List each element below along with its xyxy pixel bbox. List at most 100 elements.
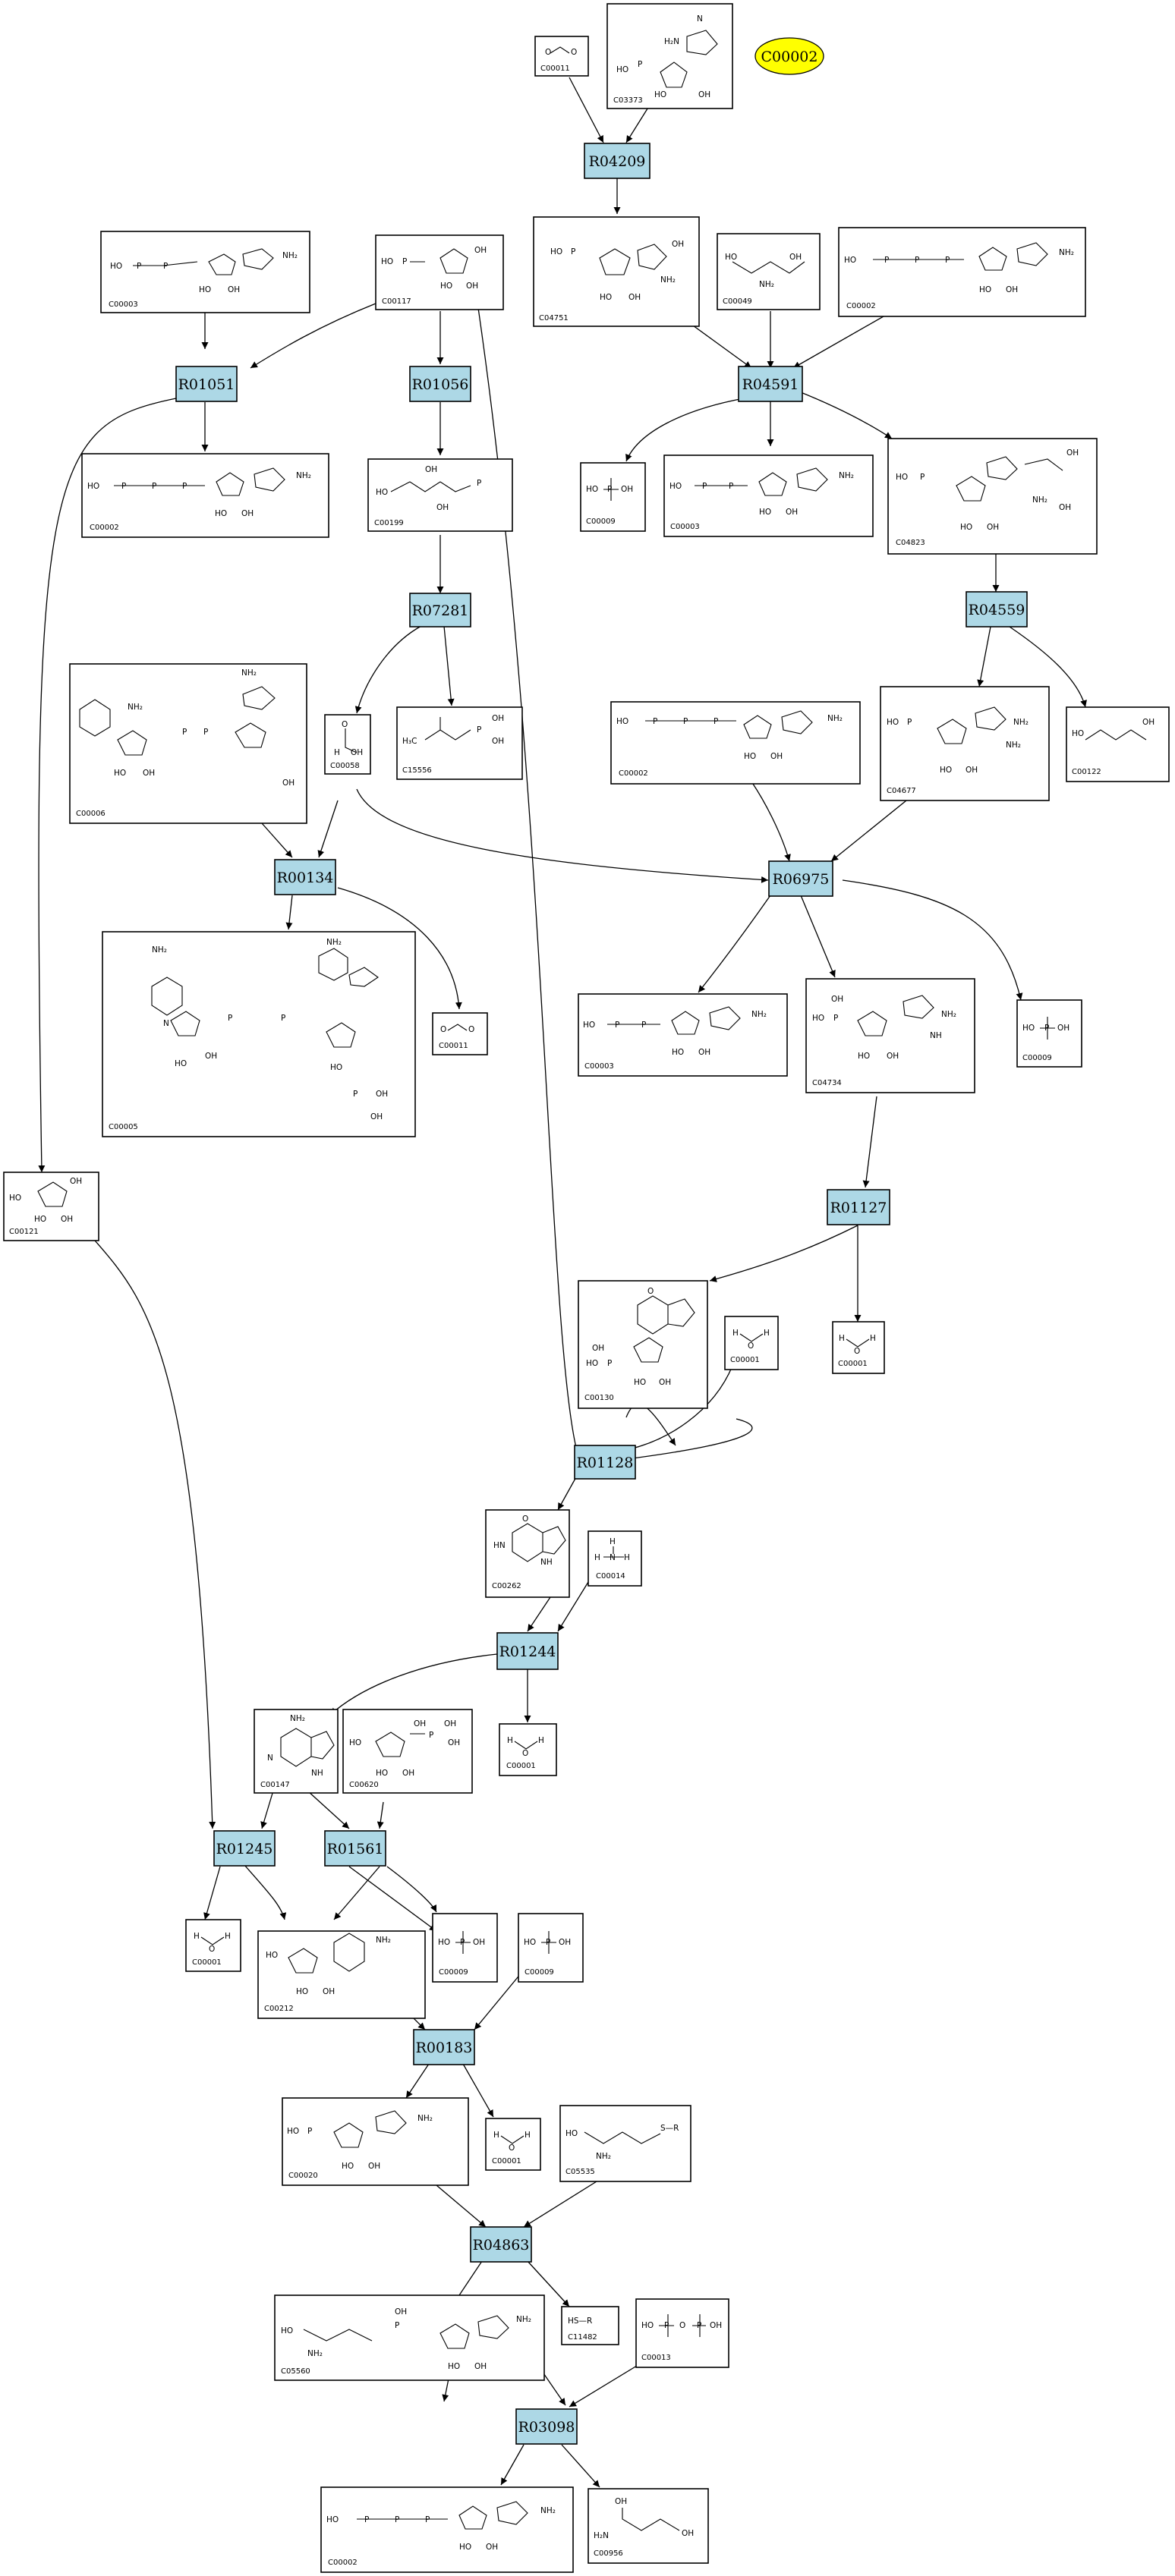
atom-label: O [571,48,577,57]
atom-label: N [697,14,703,24]
compound-c00002[interactable]: HO P P P NH₂ HO OH C00002 [610,701,861,785]
atom-label: HO [979,285,991,294]
compound-c00003[interactable]: HO P P NH₂ HO OH C00003 [100,231,310,313]
reaction-r04591[interactable]: R04591 [738,366,803,402]
atom-label: HO [616,65,628,74]
compound-c00009[interactable]: HO P OH C00009 [580,462,646,532]
atom-label: P [182,728,187,737]
atom-label: P [571,247,575,256]
compound-c00009[interactable]: HO P OH C00009 [1016,999,1082,1068]
compound-id: C00058 [330,762,360,770]
atom-label: P [281,1014,285,1023]
reaction-r01561[interactable]: R01561 [324,1830,386,1867]
compound-c00003[interactable]: HO P P NH₂ HO OH C00003 [663,454,874,537]
reaction-r01244[interactable]: R01244 [496,1632,559,1670]
compound-c00001[interactable]: H O H C00001 [832,1321,885,1374]
atom-label: HO [440,282,452,291]
highlight-c00002[interactable]: C00002 [754,37,824,75]
compound-c05535[interactable]: HO NH₂ S—R C05535 [559,2105,691,2182]
compound-c00003[interactable]: HO P P NH₂ HO OH C00003 [578,993,788,1077]
compound-c00620[interactable]: HO OH P OH OH HO OH C00620 [342,1709,473,1794]
compound-c00002[interactable]: HO P P P NH₂ HO OH C00002 [838,227,1086,317]
atom-label: HO [438,1938,450,1947]
atom-label: HO [586,485,598,494]
compound-c00002[interactable]: HO P P P NH₂ HO OH C00002 [81,453,329,538]
atom-label: P [477,479,481,488]
compound-c00009[interactable]: HO P OH C00009 [518,1913,584,1983]
atom-label: OH [473,1938,485,1947]
highlight-ellipse[interactable] [754,37,824,75]
reaction-label: R01051 [178,376,235,393]
reaction-r04863[interactable]: R04863 [470,2226,532,2263]
compound-c00014[interactable]: H H N H C00014 [588,1530,642,1587]
reaction-r04209[interactable]: R04209 [584,143,651,179]
reaction-r07281[interactable]: R07281 [409,593,471,627]
compound-c00058[interactable]: O H OH C00058 [324,714,371,775]
compound-c00005[interactable]: NH₂ N P P NH₂ HO OH HO P OH OH C00005 [102,931,416,1137]
atom-label: NH₂ [596,2152,611,2161]
reaction-label: R06975 [773,871,830,888]
atom-label: NH [540,1558,553,1567]
compound-c04677[interactable]: HO P NH₂ NH₂ HO OH C04677 [880,686,1050,801]
compound-c00013[interactable]: HO P O P OH C00013 [635,2298,729,2368]
compound-c00212[interactable]: HO NH₂ HO OH C00212 [257,1930,426,2019]
compound-c03373[interactable]: HO P H₂N N HO OH C03373 [606,3,733,109]
reaction-r03098[interactable]: R03098 [515,2408,578,2445]
atom-label: HO [199,285,211,294]
compound-c00956[interactable]: OH H₂N OH C00956 [588,2488,709,2564]
compound-c00002[interactable]: HO P P P NH₂ HO OH C00002 [320,2486,574,2573]
compound-c00001[interactable]: H O H C00001 [499,1723,557,1776]
compound-c00020[interactable]: HO P NH₂ HO OH C00020 [282,2097,469,2186]
compound-c04734[interactable]: OH HO P NH₂ NH HO OH C04734 [805,978,975,1093]
reaction-r01127[interactable]: R01127 [827,1189,890,1225]
atom-label: OH [282,778,295,788]
compound-c11482[interactable]: HS—R C11482 [561,2306,619,2345]
reaction-r01128[interactable]: R01128 [574,1445,636,1480]
reaction-r01056[interactable]: R01056 [409,366,471,402]
atom-label: OH [672,240,684,249]
reaction-r01245[interactable]: R01245 [213,1830,276,1867]
reaction-r06975[interactable]: R06975 [768,860,833,897]
compound-c00049[interactable]: HO OH NH₂ C00049 [717,233,821,310]
reaction-r00183[interactable]: R00183 [413,2029,475,2065]
atom-label: P [714,717,718,726]
reaction-r00134[interactable]: R00134 [274,859,336,895]
atom-label: P [920,473,925,482]
compound-c15556[interactable]: H₃C P OH OH C15556 [396,706,523,780]
compound-c00199[interactable]: HO OH P OH C00199 [367,458,513,532]
compound-c05560[interactable]: HO NH₂ P OH NH₂ HO OH C05560 [274,2294,545,2381]
compound-c00009[interactable]: HO P OH C00009 [432,1913,498,1983]
atom-label: O [342,720,348,729]
atom-label: P [353,1090,358,1099]
atom-label: H [594,1553,600,1562]
compound-id: C00262 [492,1582,521,1590]
compound-c00147[interactable]: NH₂ N NH C00147 [254,1709,339,1794]
atom-label: P [364,2515,369,2524]
atom-label: OH [710,2321,722,2330]
atom-label: HO [759,508,771,517]
atom-label: P [477,725,481,734]
compound-id: C00956 [594,2549,623,2558]
reaction-r04559[interactable]: R04559 [966,591,1028,627]
compound-c00011[interactable]: O O C00011 [432,1012,488,1055]
compound-c00006[interactable]: NH₂ P P NH₂ HO OH OH C00006 [69,663,307,824]
compound-c00001[interactable]: H O H C00001 [724,1316,779,1370]
compound-id: C00002 [328,2559,358,2567]
compound-c00122[interactable]: HO OH C00122 [1066,706,1170,782]
compound-c00011[interactable]: O O C00011 [534,36,589,77]
reaction-r01051[interactable]: R01051 [175,366,238,402]
compound-c00001[interactable]: H O H C00001 [485,2118,541,2171]
atom-label: NH₂ [540,2506,556,2515]
compound-c00130[interactable]: O OH HO P HO OH C00130 [578,1280,708,1409]
compound-c00262[interactable]: O HN NH C00262 [485,1509,570,1598]
compound-c00121[interactable]: HO OH HO OH C00121 [3,1172,99,1241]
compound-c00117[interactable]: HO P OH HO OH C00117 [375,234,504,310]
compound-c00001[interactable]: H O H C00001 [185,1919,241,1972]
compound-c04751[interactable]: HO P OH NH₂ HO OH C04751 [533,216,700,327]
atom-label: NH₂ [282,251,298,260]
atom-label: NH₂ [839,471,854,480]
atom-label: OH [436,503,449,512]
reaction-label: R01127 [830,1200,887,1216]
atom-label: P [638,60,642,69]
compound-c04823[interactable]: HO P OH NH₂ OH HO OH C04823 [887,438,1098,555]
